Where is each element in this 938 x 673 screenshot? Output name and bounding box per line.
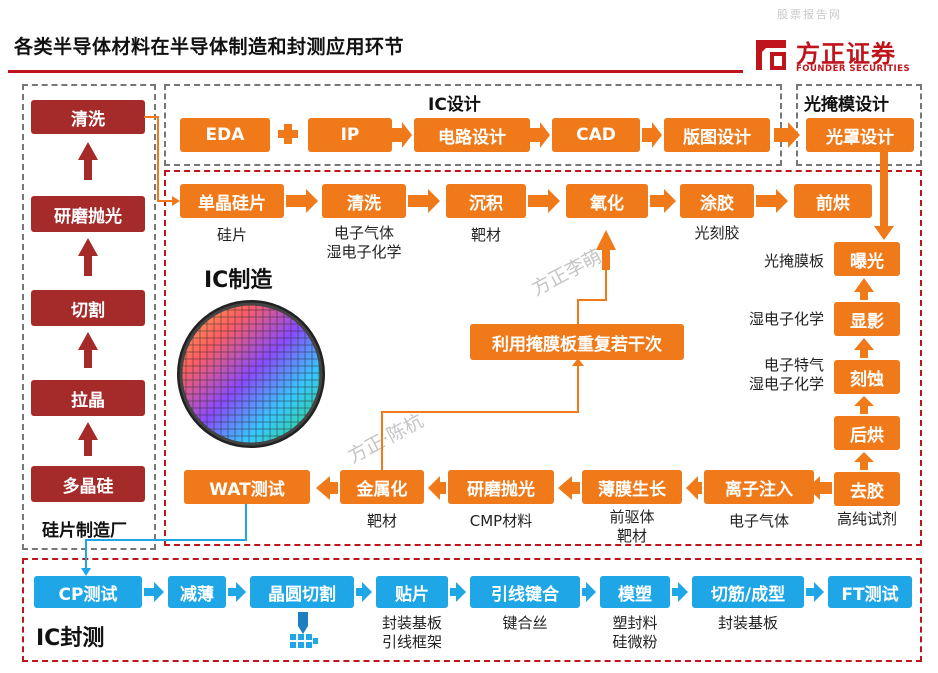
design-step-circuit[interactable]: 电路设计 [414, 118, 530, 152]
material-label: 电子气体 [728, 512, 789, 530]
material-label: 封装基板 [717, 614, 778, 632]
mask-design-title: 光掩模设计 [804, 95, 889, 115]
fab-step-film-growth[interactable]: 薄膜生长 [582, 470, 682, 504]
material-label: 靶材 [366, 512, 397, 530]
wafer-prep-section [22, 84, 156, 550]
ic-manufacturing-title: IC制造 [204, 268, 273, 293]
fab-step-postbake[interactable]: 后烘 [834, 416, 900, 450]
top-watermark: 股票报告网 [777, 8, 842, 21]
pkg-step-molding[interactable]: 模塑 [600, 576, 670, 608]
repeat-with-mask-label[interactable]: 利用掩膜板重复若干次 [470, 324, 684, 360]
design-step-cad[interactable]: CAD [552, 118, 640, 152]
material-label: 硅片 [216, 226, 247, 244]
fab-step-cmp[interactable]: 研磨抛光 [448, 470, 554, 504]
material-label: 键合丝 [502, 614, 548, 632]
wafer-prep-title: 硅片制造厂 [42, 521, 127, 541]
wafer-dicing-icon [286, 612, 320, 650]
fab-step-single-crystal-wafer[interactable]: 单晶硅片 [180, 184, 284, 218]
fab-step-exposure[interactable]: 曝光 [834, 242, 900, 276]
material-label: 电子气体 湿电子化学 [326, 224, 402, 261]
pkg-step-wire-bonding[interactable]: 引线键合 [470, 576, 580, 608]
ic-design-title: IC设计 [428, 95, 481, 115]
ic-packaging-section [22, 558, 922, 662]
fab-step-strip[interactable]: 去胶 [834, 472, 900, 506]
material-label: 高纯试剂 [836, 510, 897, 528]
fab-step-deposition[interactable]: 沉积 [446, 184, 526, 218]
fab-step-clean[interactable]: 清洗 [322, 184, 406, 218]
brand-name: 方正证券 [796, 40, 896, 68]
fab-step-develop[interactable]: 显影 [834, 302, 900, 336]
design-step-ip[interactable]: IP [308, 118, 392, 152]
ic-packaging-title: IC封测 [36, 626, 105, 651]
fab-step-ion-implant[interactable]: 离子注入 [704, 470, 814, 504]
wafer-step-crystal-pull[interactable]: 拉晶 [31, 380, 145, 416]
material-label: 湿电子化学 [748, 310, 824, 328]
design-step-eda[interactable]: EDA [180, 118, 270, 152]
pkg-step-cp-test[interactable]: CP测试 [34, 576, 142, 608]
mask-design-section [796, 84, 922, 166]
founder-logo-icon [752, 36, 790, 74]
pkg-step-wafer-dicing[interactable]: 晶圆切割 [250, 576, 354, 608]
page-title: 各类半导体材料在半导体制造和封测应用环节 [14, 36, 405, 58]
fab-step-coating[interactable]: 涂胶 [680, 184, 754, 218]
material-label: 前驱体 靶材 [609, 508, 655, 545]
mask-step-photomask[interactable]: 光罩设计 [806, 118, 914, 152]
wafer-step-dice[interactable]: 切割 [31, 290, 145, 326]
fab-step-metallization[interactable]: 金属化 [340, 470, 424, 504]
material-label: 光刻胶 [694, 224, 740, 242]
wafer-step-polish[interactable]: 研磨抛光 [31, 196, 145, 232]
pkg-step-die-attach[interactable]: 贴片 [376, 576, 448, 608]
title-underline [8, 70, 743, 73]
brand-subtitle: FOUNDER SECURITIES [796, 64, 911, 74]
design-step-layout[interactable]: 版图设计 [664, 118, 770, 152]
ic-design-section [164, 84, 782, 166]
pkg-step-trim-form[interactable]: 切筋/成型 [692, 576, 804, 608]
ic-manufacturing-section [164, 170, 922, 546]
pkg-step-thinning[interactable]: 减薄 [168, 576, 226, 608]
material-label: 靶材 [470, 226, 501, 244]
material-label: 电子特气 湿电子化学 [748, 356, 824, 393]
fab-step-etch[interactable]: 刻蚀 [834, 360, 900, 394]
fab-step-oxidation[interactable]: 氧化 [566, 184, 648, 218]
fab-step-wat-test[interactable]: WAT测试 [184, 470, 310, 504]
wafer-step-polysilicon[interactable]: 多晶硅 [31, 466, 145, 502]
material-label: CMP材料 [469, 512, 533, 530]
wafer-step-clean[interactable]: 清洗 [31, 100, 145, 134]
material-label: 封装基板 引线框架 [381, 614, 442, 651]
fab-step-prebake[interactable]: 前烘 [794, 184, 872, 218]
material-label: 塑封料 硅微粉 [612, 614, 658, 651]
material-label: 光掩膜板 [763, 252, 824, 270]
pkg-step-ft-test[interactable]: FT测试 [828, 576, 912, 608]
wafer-image [172, 296, 330, 452]
